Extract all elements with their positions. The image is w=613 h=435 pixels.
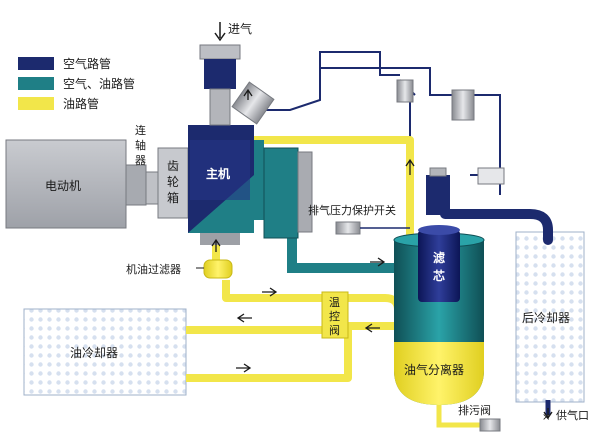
oil-cooler xyxy=(23,308,187,396)
min-pressure-valve xyxy=(477,167,505,185)
arrow-outlet-down-icon xyxy=(543,408,553,420)
outlet-x-icon: × xyxy=(542,412,550,423)
thermo-valve-label-3: 阀 xyxy=(329,323,340,337)
thermostatic-valve: 温 控 阀 xyxy=(321,291,349,339)
intake-assembly xyxy=(199,44,275,126)
gearbox-label-3: 箱 xyxy=(167,190,179,205)
pressure-switch-label: 排气压力保护开关 xyxy=(308,203,396,217)
drain-valve-label: 排污阀 xyxy=(458,403,491,417)
filter-element-label-2: 芯 xyxy=(433,268,445,283)
oil-filter xyxy=(203,259,233,279)
host-label: 主机 xyxy=(206,166,230,181)
motor-label: 电动机 xyxy=(45,179,81,193)
compressor-host: 主机 xyxy=(188,125,313,245)
arrow-separator-to-thermo-icon xyxy=(364,323,380,333)
legend-swatch-air xyxy=(18,57,54,70)
thermo-valve-label-1: 温 xyxy=(329,296,340,309)
coupling-label-1: 连 xyxy=(135,124,146,137)
flow-arrows xyxy=(211,88,553,420)
legend: 空气路管 空气、油路管 油路管 xyxy=(18,56,135,111)
legend-swatch-oil xyxy=(18,97,54,110)
gearbox-label-1: 齿 xyxy=(167,159,179,173)
oil-filter-label: 机油过滤器 xyxy=(126,262,181,276)
motor: 电动机 xyxy=(5,139,147,229)
arrow-oil-to-host-icon xyxy=(211,238,221,252)
separator-label: 油气分离器 xyxy=(404,362,464,377)
aftercooler-label: 后冷却器 xyxy=(522,311,570,325)
thermo-valve-label-2: 控 xyxy=(329,309,340,323)
legend-label-oil: 油路管 xyxy=(63,96,99,111)
air-oil-pipe-main xyxy=(287,232,396,273)
oil-separator-tank: 滤 芯 油气分离器 xyxy=(393,167,485,405)
intake-arrow-icon xyxy=(214,22,226,42)
pressure-switch xyxy=(335,221,410,235)
legend-swatch-air-oil xyxy=(18,77,54,90)
arrow-cooler-return-icon xyxy=(236,363,252,373)
legend-label-air-oil: 空气、油路管 xyxy=(63,76,135,91)
coupling-label-3: 器 xyxy=(135,154,146,167)
gearbox: 齿 轮 箱 xyxy=(157,147,189,219)
intake-label: 进气 xyxy=(228,21,252,36)
legend-label-air: 空气路管 xyxy=(63,56,111,71)
aftercooler xyxy=(515,231,585,403)
air-outlet-label: 供气口 xyxy=(556,408,589,422)
drain-valve xyxy=(436,405,501,432)
arrow-filter-to-thermo-icon xyxy=(262,287,278,297)
arrow-airoil-right-icon xyxy=(370,257,386,267)
arrow-host-up-icon xyxy=(243,88,253,100)
coupling: 连 轴 器 xyxy=(135,124,159,205)
arrow-oil-up-icon xyxy=(405,158,415,175)
air-pipe-to-aftercooler xyxy=(440,209,553,245)
gearbox-label-2: 轮 xyxy=(167,175,179,189)
solenoid-valve xyxy=(451,89,475,121)
filter-element-label-1: 滤 xyxy=(433,250,445,265)
oil-cooler-label: 油冷却器 xyxy=(70,346,118,360)
arrow-thermo-to-cooler-icon xyxy=(236,313,252,323)
coupling-label-2: 轴 xyxy=(135,138,146,152)
top-valve-1 xyxy=(396,79,414,103)
